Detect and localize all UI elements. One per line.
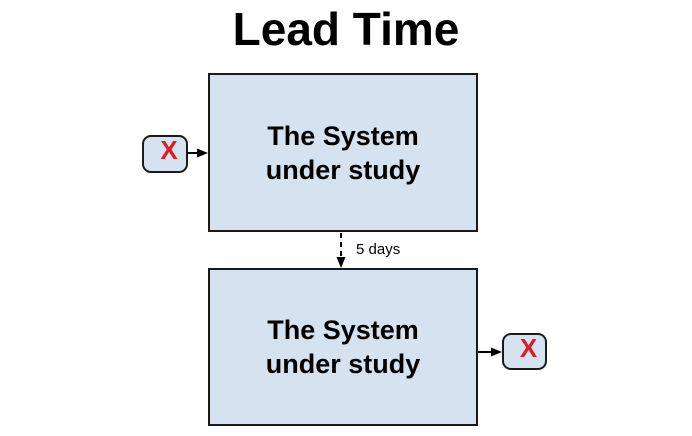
system-box-top: The System under study [208, 73, 478, 232]
input-arrow [188, 148, 208, 158]
system-box-label-line2: under study [265, 154, 421, 185]
lead-time-dashed-arrow [336, 233, 346, 268]
system-box-bottom: The System under study [208, 268, 478, 426]
arrowhead-down-icon [336, 257, 346, 268]
system-box-label-line1: The System [267, 120, 419, 151]
arrowhead-right-icon [491, 347, 502, 357]
x-mark: X [519, 332, 538, 363]
system-box-label-line2: under study [265, 349, 421, 379]
arrowhead-right-icon [197, 148, 208, 158]
lead-time-duration-label: 5 days [356, 241, 401, 258]
input-x-node: X [142, 135, 188, 173]
output-arrow [478, 347, 502, 357]
system-box-label: The System under study [266, 119, 421, 187]
page-title: Lead Time [232, 3, 460, 55]
x-mark: X [160, 135, 178, 165]
system-box-label-line1: The System [267, 315, 419, 345]
output-x-node: X [502, 333, 547, 370]
system-box-label: The System under study [266, 313, 421, 381]
